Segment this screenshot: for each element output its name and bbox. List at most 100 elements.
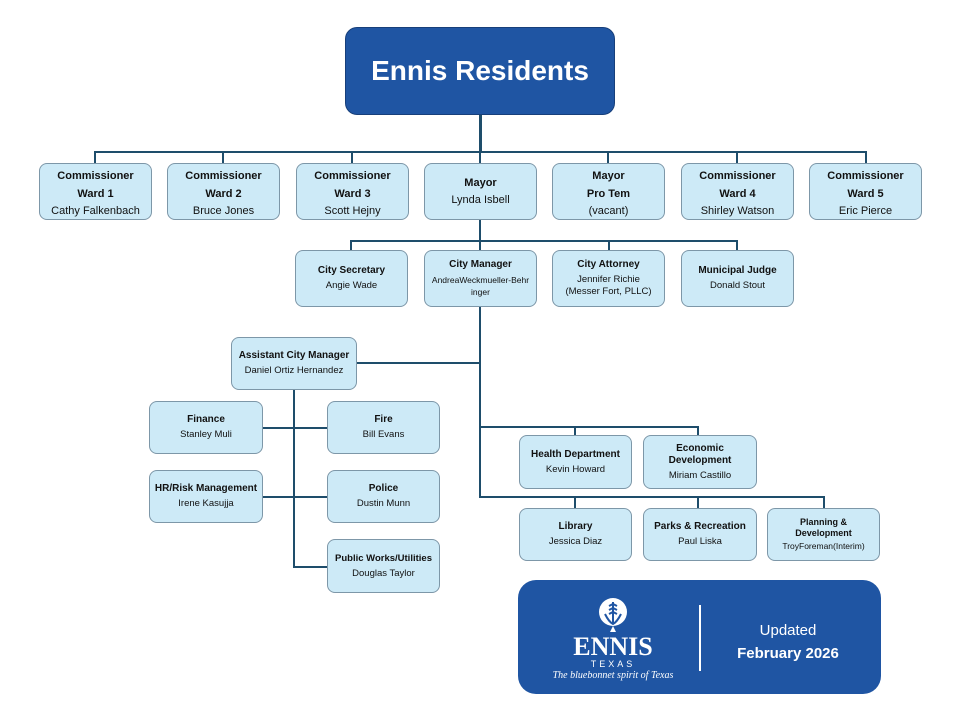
box-name: Eric Pierce — [838, 204, 893, 217]
box-title: City Manager — [449, 259, 512, 270]
box-title: Mayor — [592, 169, 625, 182]
box-title: Finance — [187, 414, 225, 425]
box-name: Cathy Falkenbach — [51, 204, 140, 217]
box-title: Library — [558, 521, 593, 532]
library-box: Library Jessica Diaz — [519, 508, 632, 561]
box-title: Mayor — [464, 177, 497, 189]
box-name: AndreaWeckmueller-Behringer — [431, 275, 530, 297]
box-title: Assistant City Manager — [238, 350, 350, 361]
connector — [350, 240, 738, 242]
box-title: Commissioner — [699, 169, 776, 182]
connector — [350, 240, 352, 250]
connector — [479, 426, 699, 428]
box-title2: Ward 4 — [719, 187, 756, 200]
box-title2: Ward 1 — [77, 187, 114, 200]
health-department-box: Health Department Kevin Howard — [519, 435, 632, 489]
box-title: Fire — [374, 414, 393, 425]
city-manager-box: City Manager AndreaWeckmueller-Behringer — [424, 250, 537, 307]
city-secretary-box: City Secretary Angie Wade — [295, 250, 408, 307]
updated-label: Updated — [759, 622, 817, 639]
connector — [608, 240, 610, 250]
connector — [574, 496, 576, 508]
box-title: Commissioner — [57, 169, 134, 182]
box-title: Commissioner — [185, 169, 262, 182]
connector — [262, 496, 327, 498]
box-name: Daniel Ortiz Hernandez — [244, 365, 344, 376]
box-name: Stanley Muli — [180, 429, 232, 440]
connector — [607, 151, 609, 163]
box-name: TroyForeman(Interim) — [782, 541, 865, 551]
logo-tagline: The bluebonnet spirit of Texas — [552, 670, 674, 681]
box-title: Police — [368, 483, 399, 494]
box-title2: Ward 3 — [334, 187, 371, 200]
ennis-logo: ENNIS TEXAS The bluebonnet spirit of Tex… — [538, 594, 688, 684]
box-title: City Secretary — [317, 265, 386, 276]
council-box-ward-5: Commissioner Ward 5 Eric Pierce — [809, 163, 922, 220]
council-box-ward-2: Commissioner Ward 2 Bruce Jones — [167, 163, 280, 220]
assistant-city-manager-box: Assistant City Manager Daniel Ortiz Hern… — [231, 337, 357, 390]
box-name: Kevin Howard — [545, 463, 606, 475]
connector — [736, 151, 738, 163]
police-box: Police Dustin Munn — [327, 470, 440, 523]
connector — [736, 240, 738, 250]
council-box-mayor-pro-tem: Mayor Pro Tem (vacant) — [552, 163, 665, 220]
box-name: (vacant) — [588, 204, 629, 217]
logo-subtitle: TEXAS — [590, 659, 636, 669]
municipal-judge-box: Municipal Judge Donald Stout — [681, 250, 794, 307]
connector — [479, 115, 482, 153]
connector — [697, 426, 699, 435]
box-name: Lynda Isbell — [451, 194, 510, 206]
box-title: Commissioner — [314, 169, 391, 182]
connector — [479, 219, 481, 250]
box-title: Health Department — [531, 448, 620, 460]
council-box-ward-4: Commissioner Ward 4 Shirley Watson — [681, 163, 794, 220]
council-box-ward-1: Commissioner Ward 1 Cathy Falkenbach — [39, 163, 152, 220]
box-name: Miriam Castillo — [668, 469, 732, 481]
connector — [479, 496, 825, 498]
box-title: Economic Development — [668, 442, 732, 466]
city-attorney-box: City Attorney Jennifer Richie (Messer Fo… — [552, 250, 665, 307]
box-title: Municipal Judge — [698, 265, 777, 276]
box-name: Jennifer Richie (Messer Fort, PLLC) — [565, 274, 652, 297]
connector — [865, 151, 867, 163]
connector — [351, 151, 353, 163]
connector — [479, 151, 481, 163]
box-name: Paul Liska — [678, 536, 722, 547]
logo-wordmark: ENNIS — [573, 632, 653, 661]
footer-banner: ENNIS TEXAS The bluebonnet spirit of Tex… — [518, 580, 881, 694]
council-box-ward-3: Commissioner Ward 3 Scott Hejny — [296, 163, 409, 220]
finance-box: Finance Stanley Muli — [149, 401, 263, 454]
bluebonnet-icon — [599, 598, 627, 632]
box-title: Parks & Recreation — [654, 521, 746, 532]
council-box-mayor: Mayor Lynda Isbell — [424, 163, 537, 220]
box-name: Irene Kasujja — [178, 498, 234, 509]
box-name: Bill Evans — [362, 429, 405, 440]
fire-box: Fire Bill Evans — [327, 401, 440, 454]
box-name: Angie Wade — [325, 280, 378, 291]
box-name: Bruce Jones — [192, 204, 255, 217]
box-name: Donald Stout — [710, 280, 765, 291]
box-name: Dustin Munn — [356, 498, 411, 509]
hr-risk-management-box: HR/Risk Management Irene Kasujja — [149, 470, 263, 523]
box-name: Shirley Watson — [700, 204, 775, 217]
box-title2: Ward 5 — [847, 187, 884, 200]
box-title2: Ward 2 — [205, 187, 242, 200]
connector — [262, 427, 327, 429]
box-title: Public Works/Utilities — [335, 552, 432, 564]
box-name: Douglas Taylor — [352, 567, 415, 579]
connector — [293, 389, 295, 568]
box-title: City Attorney — [577, 259, 640, 270]
connector — [94, 151, 96, 163]
box-title: HR/Risk Management — [154, 483, 258, 494]
box-name: Scott Hejny — [324, 204, 381, 217]
ennis-residents-title: Ennis Residents — [345, 27, 615, 115]
planning-development-box: Planning & Development TroyForeman(Inter… — [767, 508, 880, 561]
box-title2: Pro Tem — [586, 187, 631, 200]
box-title: Planning & Development — [795, 517, 852, 538]
public-works-box: Public Works/Utilities Douglas Taylor — [327, 539, 440, 593]
connector — [293, 566, 327, 568]
connector — [479, 306, 481, 498]
updated-date: February 2026 — [737, 645, 839, 662]
box-name: Jessica Diaz — [548, 536, 603, 547]
